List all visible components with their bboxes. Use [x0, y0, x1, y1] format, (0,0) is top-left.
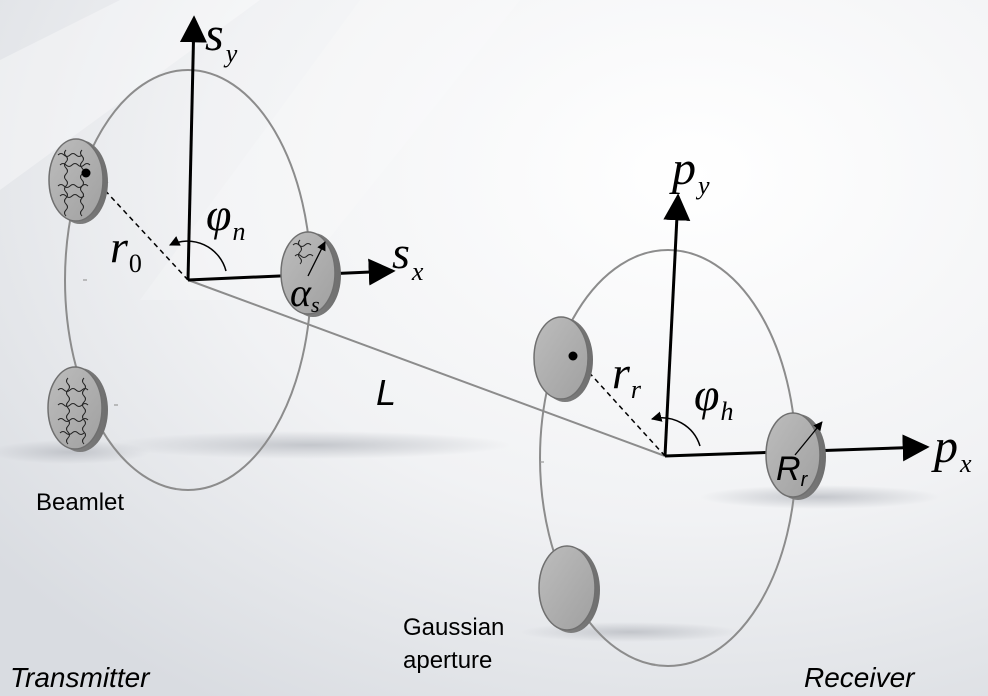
beamlet-center-dot: [81, 168, 91, 178]
Rr-radius-arrow: [794, 421, 823, 456]
beamlet-disk-bottom: [47, 366, 108, 452]
rr-label: rr: [612, 347, 642, 404]
phi-h-label: φh: [694, 369, 733, 426]
alpha-s-label: αs: [290, 270, 320, 317]
beamlet-label: Beamlet: [36, 489, 124, 516]
beamlet-disk-alpha: [280, 231, 341, 317]
wave-pattern: [57, 377, 89, 445]
phi-n-arc: [169, 236, 227, 272]
py-axis: [663, 193, 691, 457]
wave-pattern: [57, 149, 91, 217]
link-line: [187, 279, 666, 457]
phi-n-label: φn: [206, 189, 245, 246]
sx-label: sx: [392, 227, 424, 286]
transmitter-shadow: [110, 431, 510, 459]
background-light-band: [140, 0, 520, 300]
gaussian-aperture-disk: [538, 545, 600, 633]
gaussian-label-line1: Gaussian: [403, 614, 504, 641]
receiver-center-dot: [568, 351, 578, 361]
sy-axis: [179, 15, 207, 281]
receiver-disk-right: [765, 412, 826, 500]
py-label: py: [669, 142, 710, 200]
receiver-label: Receiver: [804, 662, 916, 693]
Rr-label: Rr: [776, 450, 809, 491]
receiver-disk-left: [533, 316, 593, 402]
gaussian-label-line2: aperture: [403, 647, 492, 674]
r0-radius: [87, 171, 189, 281]
phi-h-arc: [650, 411, 701, 447]
beamlet-disk-top: [48, 138, 108, 224]
r0-label: r0: [110, 221, 142, 278]
transmitter-label: Transmitter: [10, 662, 151, 693]
px-label: px: [931, 420, 972, 478]
alpha-radius-arrow: [307, 241, 326, 277]
wave-pattern: [292, 239, 314, 265]
receiver-disk-shadow: [700, 485, 940, 509]
sy-label: sy: [205, 8, 238, 68]
distance-label: L: [376, 372, 396, 413]
